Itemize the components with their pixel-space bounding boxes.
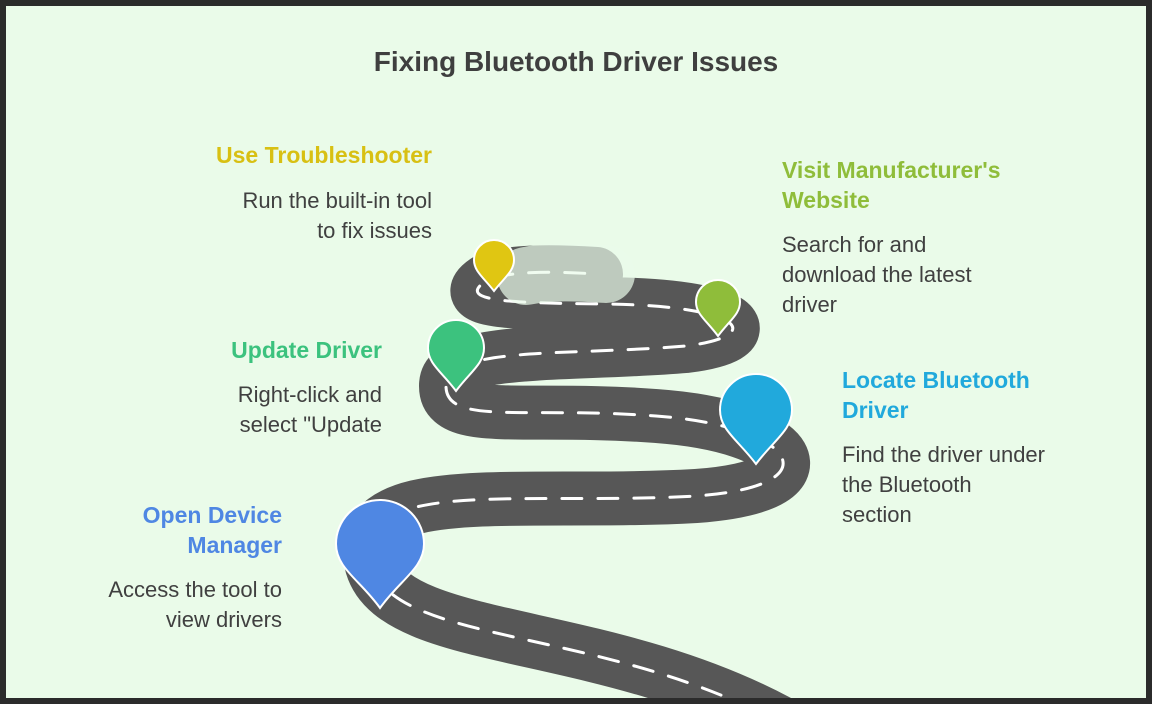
winding-road bbox=[334, 239, 810, 698]
pin-open-device-manager bbox=[334, 499, 426, 610]
step-title-update-driver: Update Driver bbox=[231, 337, 382, 363]
step-title-locate-bluetooth-driver: Locate Bluetooth Driver bbox=[842, 367, 1030, 423]
step-title-use-troubleshooter: Use Troubleshooter bbox=[216, 142, 432, 168]
step-desc-visit-manufacturer: Search for and download the latest drive… bbox=[782, 232, 972, 317]
pin-visit-manufacturer bbox=[694, 279, 742, 338]
step-desc-use-troubleshooter: Run the built-in tool to fix issues bbox=[242, 188, 432, 243]
step-title-open-device-manager: Open Device Manager bbox=[142, 502, 282, 558]
step-desc-update-driver: Right-click and select "Update bbox=[237, 382, 382, 437]
road-fade bbox=[497, 243, 635, 305]
step-title-visit-manufacturer: Visit Manufacturer's Website bbox=[782, 157, 1001, 213]
step-desc-locate-bluetooth-driver: Find the driver under the Bluetooth sect… bbox=[842, 442, 1045, 527]
pin-locate-bluetooth-driver bbox=[718, 373, 794, 466]
step-desc-open-device-manager: Access the tool to view drivers bbox=[108, 577, 282, 632]
infographic-canvas: Fixing Bluetooth Driver Issues Use Troub… bbox=[6, 6, 1146, 698]
pin-update-driver bbox=[426, 319, 486, 393]
pin-use-troubleshooter bbox=[472, 239, 516, 293]
page-title: Fixing Bluetooth Driver Issues bbox=[373, 46, 779, 77]
